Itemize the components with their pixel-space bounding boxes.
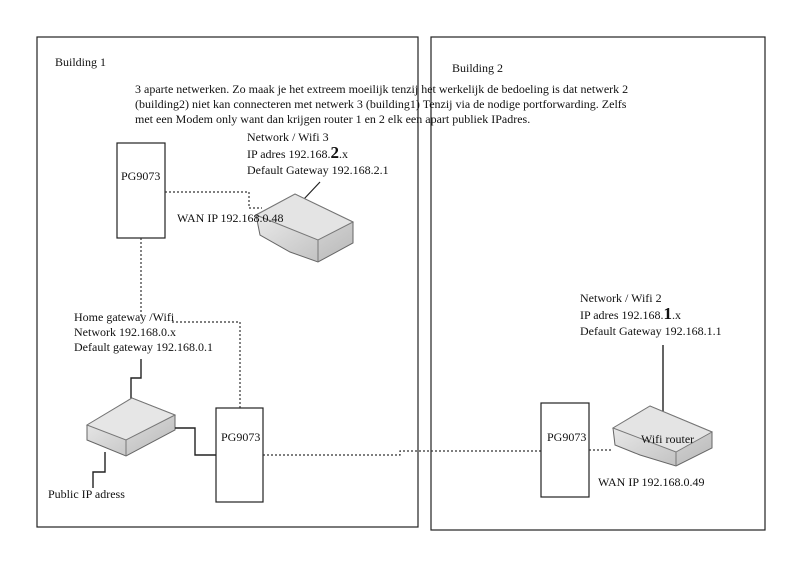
modem-icon bbox=[85, 397, 177, 457]
pg9073-label: PG9073 bbox=[221, 430, 260, 444]
ethernet-cable bbox=[175, 427, 216, 456]
wifi3-router-icon bbox=[254, 181, 355, 263]
pg9073-device-1 bbox=[116, 142, 166, 239]
building-2-label: Building 2 bbox=[452, 61, 503, 75]
wifi-router-label: Wifi router bbox=[641, 432, 694, 446]
note-line: (building2) niet kan connecteren met net… bbox=[135, 97, 627, 111]
wifi-router-icon bbox=[611, 345, 714, 467]
wifi2-title: Network / Wifi 2 bbox=[580, 291, 662, 305]
ethernet-link bbox=[172, 321, 241, 408]
home-gateway-network: Network 192.168.0.x bbox=[74, 325, 176, 339]
pg9073-device-2 bbox=[215, 407, 264, 503]
antenna-cable bbox=[130, 359, 142, 400]
wifi3-wan-ip: WAN IP 192.168.0.48 bbox=[177, 211, 284, 225]
note-line: 3 aparte netwerken. Zo maak je het extre… bbox=[135, 82, 628, 96]
public-ip-label: Public IP adress bbox=[48, 487, 125, 501]
wifi3-gateway: Default Gateway 192.168.2.1 bbox=[247, 163, 389, 177]
wifi2-wan-ip: WAN IP 192.168.0.49 bbox=[598, 475, 705, 489]
wifi2-ip: IP adres 192.168.1.x bbox=[580, 304, 681, 323]
wan-cable bbox=[92, 452, 106, 488]
note-line: met een Modem only want dan krijgen rout… bbox=[135, 112, 530, 126]
home-gateway-title: Home gateway /Wifi bbox=[74, 310, 175, 324]
ethernet-link bbox=[165, 191, 262, 209]
powerline-link bbox=[263, 450, 541, 456]
note-paragraph: 3 aparte netwerken. Zo maak je het extre… bbox=[135, 82, 628, 126]
pg9073-label: PG9073 bbox=[121, 169, 160, 183]
wifi2-gateway: Default Gateway 192.168.1.1 bbox=[580, 324, 722, 338]
wifi3-title: Network / Wifi 3 bbox=[247, 130, 329, 144]
pg9073-label: PG9073 bbox=[547, 430, 586, 444]
home-gateway-gateway: Default gateway 192.168.0.1 bbox=[74, 340, 213, 354]
wifi3-ip: IP adres 192.168.2.x bbox=[247, 143, 348, 162]
pg9073-device-3 bbox=[540, 402, 590, 498]
building-1-label: Building 1 bbox=[55, 55, 106, 69]
